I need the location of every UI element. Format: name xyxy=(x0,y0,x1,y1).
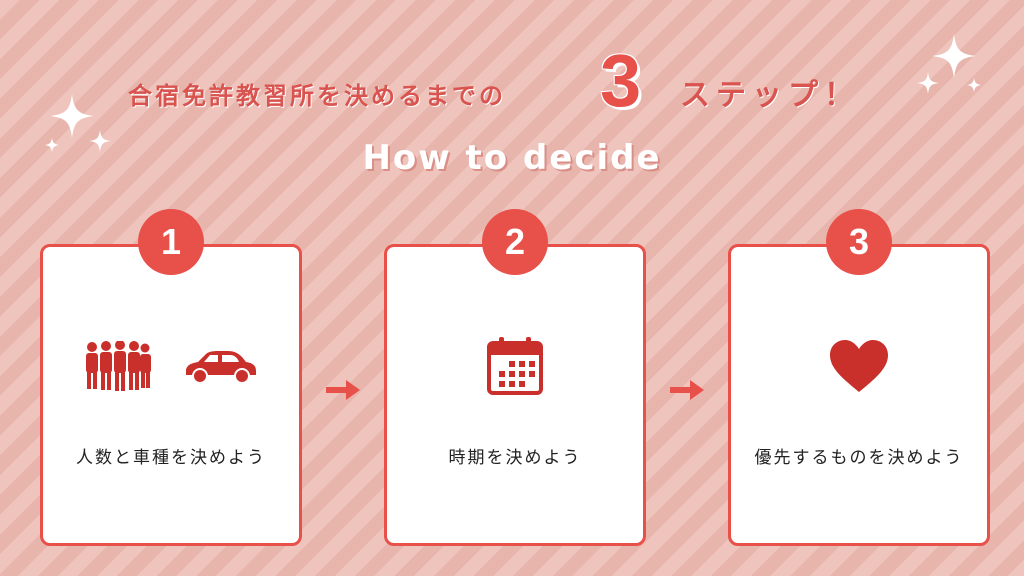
step-card-1: 1 人数と車種を決めよう xyxy=(40,209,302,546)
arrow-right-icon xyxy=(670,380,704,400)
heart-icon xyxy=(830,340,888,392)
step-number-badge: 2 xyxy=(482,209,548,275)
step-icons xyxy=(43,331,299,401)
calendar-icon xyxy=(487,337,543,395)
headline-number: 3 xyxy=(600,39,642,122)
step-icons xyxy=(731,331,987,401)
people-group-icon xyxy=(86,341,151,391)
step-label: 人数と車種を決めよう xyxy=(76,448,266,468)
sparkle-icon xyxy=(917,34,981,94)
headline-left: 合宿免許教習所を決めるまでの xyxy=(128,82,506,110)
arrow-right-icon xyxy=(326,380,360,400)
step-number-badge: 3 xyxy=(826,209,892,275)
subtitle: How to decide xyxy=(362,138,662,178)
step-number-badge: 1 xyxy=(138,209,204,275)
step-label: 優先するものを決めよう xyxy=(754,448,964,468)
car-icon xyxy=(186,351,256,384)
step-card-3: 3 優先するものを決めよう xyxy=(728,209,990,546)
step-card-2: 2 時期を決めよう xyxy=(384,209,646,546)
headline-right: ステップ！ xyxy=(680,78,860,113)
headline: 合宿免許教習所を決めるまでの 3 ステップ！ xyxy=(0,44,1024,130)
step-icons xyxy=(387,331,643,401)
sparkle-icon xyxy=(45,94,111,152)
step-label: 時期を決めよう xyxy=(448,448,582,468)
